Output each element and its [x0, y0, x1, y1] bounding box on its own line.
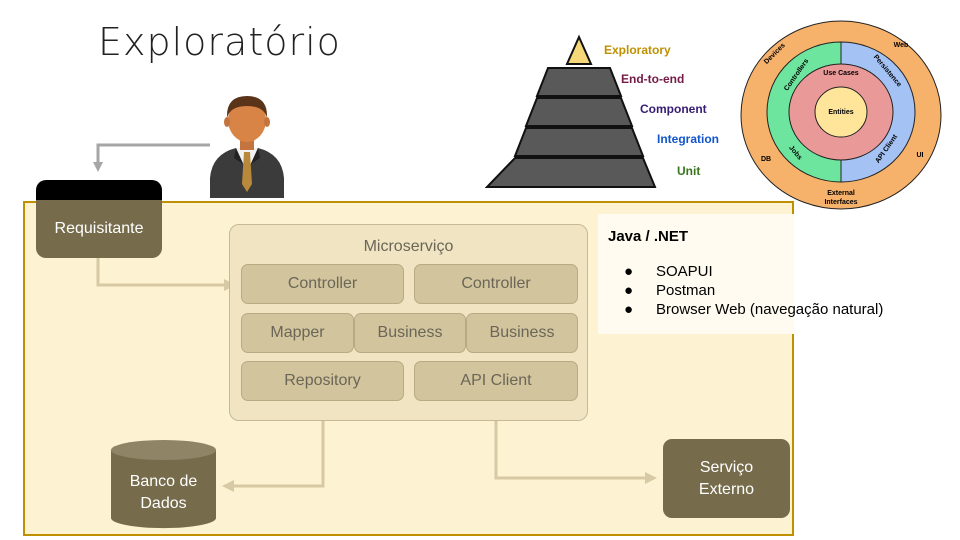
bullet-icon: ●	[624, 301, 634, 318]
onion-entities: Entities	[828, 109, 853, 116]
bullet-icon: ●	[624, 282, 634, 299]
page-title: Exploratório	[98, 20, 341, 64]
tools-title: Java / .NET	[608, 228, 689, 245]
clean-architecture-icon: Entities Use Cases Controllers Jobs Pers…	[740, 20, 942, 210]
pyramid-level-unit	[485, 157, 657, 188]
external-service-label-1: Serviço	[699, 458, 754, 476]
mapper-box[interactable]: Mapper	[241, 313, 354, 353]
arrow-apiclient-to-external	[494, 398, 657, 484]
pyramid-level-integration	[513, 127, 645, 157]
user-icon	[210, 96, 284, 198]
tools-item: ● Postman	[620, 281, 883, 300]
arrow-person-to-requester	[93, 143, 210, 172]
pyramid-label-exploratory: Exploratory	[604, 43, 671, 57]
business-box-2[interactable]: Business	[466, 313, 578, 353]
pyramid-level-end-to-end	[535, 67, 623, 97]
controller-box-1[interactable]: Controller	[241, 264, 404, 304]
onion-db: DB	[761, 156, 771, 163]
requester-node[interactable]: Requisitante	[36, 200, 162, 258]
api-client-box[interactable]: API Client	[414, 361, 578, 401]
onion-external-2: Interfaces	[824, 199, 857, 206]
tools-item-label: SOAPUI	[656, 263, 713, 280]
pyramid-label-component: Component	[640, 102, 707, 116]
database-label-1: Banco de	[130, 473, 198, 490]
tools-item: ● SOAPUI	[620, 262, 883, 281]
onion-web: Web	[894, 42, 909, 49]
microservice-title: Microserviço	[363, 238, 454, 255]
database-icon[interactable]: Banco de Dados	[110, 440, 217, 530]
tools-item-label: Browser Web (navegação natural)	[656, 301, 884, 318]
pyramid-level-component	[524, 97, 634, 127]
onion-ui: UI	[917, 152, 924, 159]
pyramid-label-end-to-end: End-to-end	[621, 72, 685, 86]
test-pyramid-icon	[485, 34, 657, 188]
tools-panel	[598, 214, 794, 334]
pyramid-label-unit: Unit	[677, 164, 701, 178]
tools-item: ● Browser Web (navegação natural)	[620, 300, 883, 319]
business-box-1[interactable]: Business	[354, 313, 466, 353]
tools-list: ● SOAPUI ● Postman ● Browser Web (navegação…	[620, 262, 883, 319]
repository-box[interactable]: Repository	[241, 361, 404, 401]
database-label-2: Dados	[140, 495, 186, 512]
onion-use-cases: Use Cases	[823, 70, 859, 77]
bullet-icon: ●	[624, 263, 634, 280]
external-service-node[interactable]: Serviço Externo	[663, 439, 790, 518]
external-service-label-2: Externo	[698, 480, 755, 498]
onion-external-1: External	[827, 190, 855, 197]
pyramid-level-exploratory	[565, 34, 593, 65]
controller-box-2[interactable]: Controller	[414, 264, 578, 304]
pyramid-label-integration: Integration	[657, 132, 719, 146]
tools-item-label: Postman	[656, 282, 716, 299]
arrow-requester-to-controller	[96, 258, 236, 291]
arrow-repository-to-database	[222, 398, 325, 492]
